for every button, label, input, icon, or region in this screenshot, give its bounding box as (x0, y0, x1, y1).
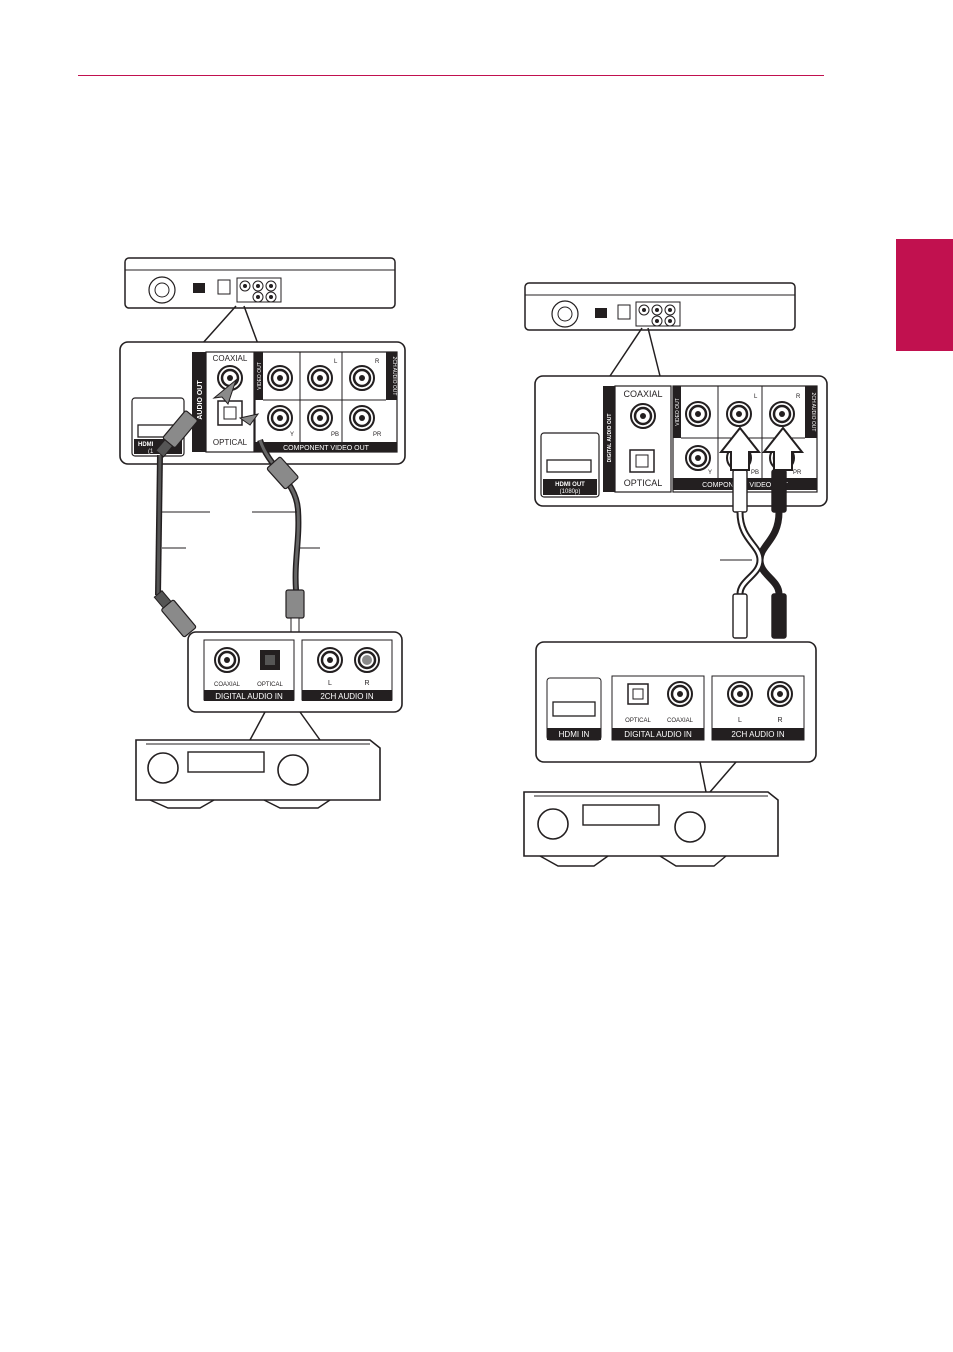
right-2ch-out-label: 2CH AUDIO OUT (810, 393, 816, 432)
left-optical-cable (238, 413, 320, 649)
right-video-out-label: VIDEO OUT (675, 398, 681, 426)
left-receiver-device (135, 739, 381, 809)
left-pr-label: PR (373, 432, 382, 438)
left-optical-label: OPTICAL (213, 438, 248, 447)
left-y-label: Y (290, 432, 294, 438)
right-hdmi-label: HDMI OUT (555, 482, 585, 488)
left-player-panel: HDMI (1 AUDIO OUT COAXIAL OPTICAL VIDEO … (119, 341, 406, 465)
left-hdmi-label: HDMI (138, 442, 154, 448)
right-hdmi-sub: (1080p) (560, 489, 581, 495)
right-rcv-l: L (738, 717, 742, 724)
left-player-device (124, 257, 396, 345)
left-video-out-label: VIDEO OUT (257, 362, 263, 390)
right-diagram: HDMI OUT (1080p) DIGITAL AUDIO OUT COAXI… (523, 282, 828, 867)
left-rcv-l: L (328, 680, 332, 687)
right-coaxial-label: COAXIAL (623, 389, 662, 399)
header-rule (78, 75, 824, 76)
left-diagram: HDMI (1 AUDIO OUT COAXIAL OPTICAL VIDEO … (119, 257, 406, 809)
left-l-label: L (334, 359, 338, 365)
left-2ch-out-label: 2CH AUDIO OUT (391, 357, 397, 396)
left-rcv-optical: OPTICAL (257, 682, 283, 688)
right-receiver-device (523, 791, 779, 867)
left-component-label: COMPONENT VIDEO OUT (283, 445, 370, 452)
right-rcv-r: R (777, 717, 782, 724)
right-rcv-hdmi-in: HDMI IN (559, 730, 590, 739)
left-rcv-coaxial: COAXIAL (214, 682, 241, 688)
left-rcv-r: R (364, 680, 369, 687)
left-audio-out-label: AUDIO OUT (197, 380, 204, 420)
left-rcv-digital-in: DIGITAL AUDIO IN (215, 692, 283, 701)
right-pb-label: PB (751, 470, 759, 476)
right-rcv-optical: OPTICAL (625, 718, 651, 724)
right-pr-label: PR (793, 470, 802, 476)
left-rcv-2ch-in: 2CH AUDIO IN (320, 692, 374, 701)
chapter-tab (896, 239, 953, 351)
left-r-label: R (375, 359, 380, 365)
left-hdmi-sub: (1 (148, 449, 154, 455)
right-receiver-panel: HDMI IN OPTICAL COAXIAL DIGITAL AUDIO IN… (535, 641, 817, 793)
right-player-device (524, 282, 796, 377)
right-rcv-coaxial: COAXIAL (667, 718, 694, 724)
left-coaxial-label: COAXIAL (213, 354, 248, 363)
left-pb-label: PB (331, 432, 339, 438)
right-optical-label: OPTICAL (624, 478, 663, 488)
right-y-label: Y (708, 470, 712, 476)
right-rcv-2ch-in: 2CH AUDIO IN (731, 730, 785, 739)
right-r-label: R (796, 394, 801, 400)
right-l-label: L (754, 394, 758, 400)
left-receiver-panel: COAXIAL OPTICAL DIGITAL AUDIO IN L R 2CH… (187, 631, 403, 741)
right-digital-out-label: DIGITAL AUDIO OUT (607, 414, 613, 463)
right-rcv-digital-in: DIGITAL AUDIO IN (624, 730, 692, 739)
